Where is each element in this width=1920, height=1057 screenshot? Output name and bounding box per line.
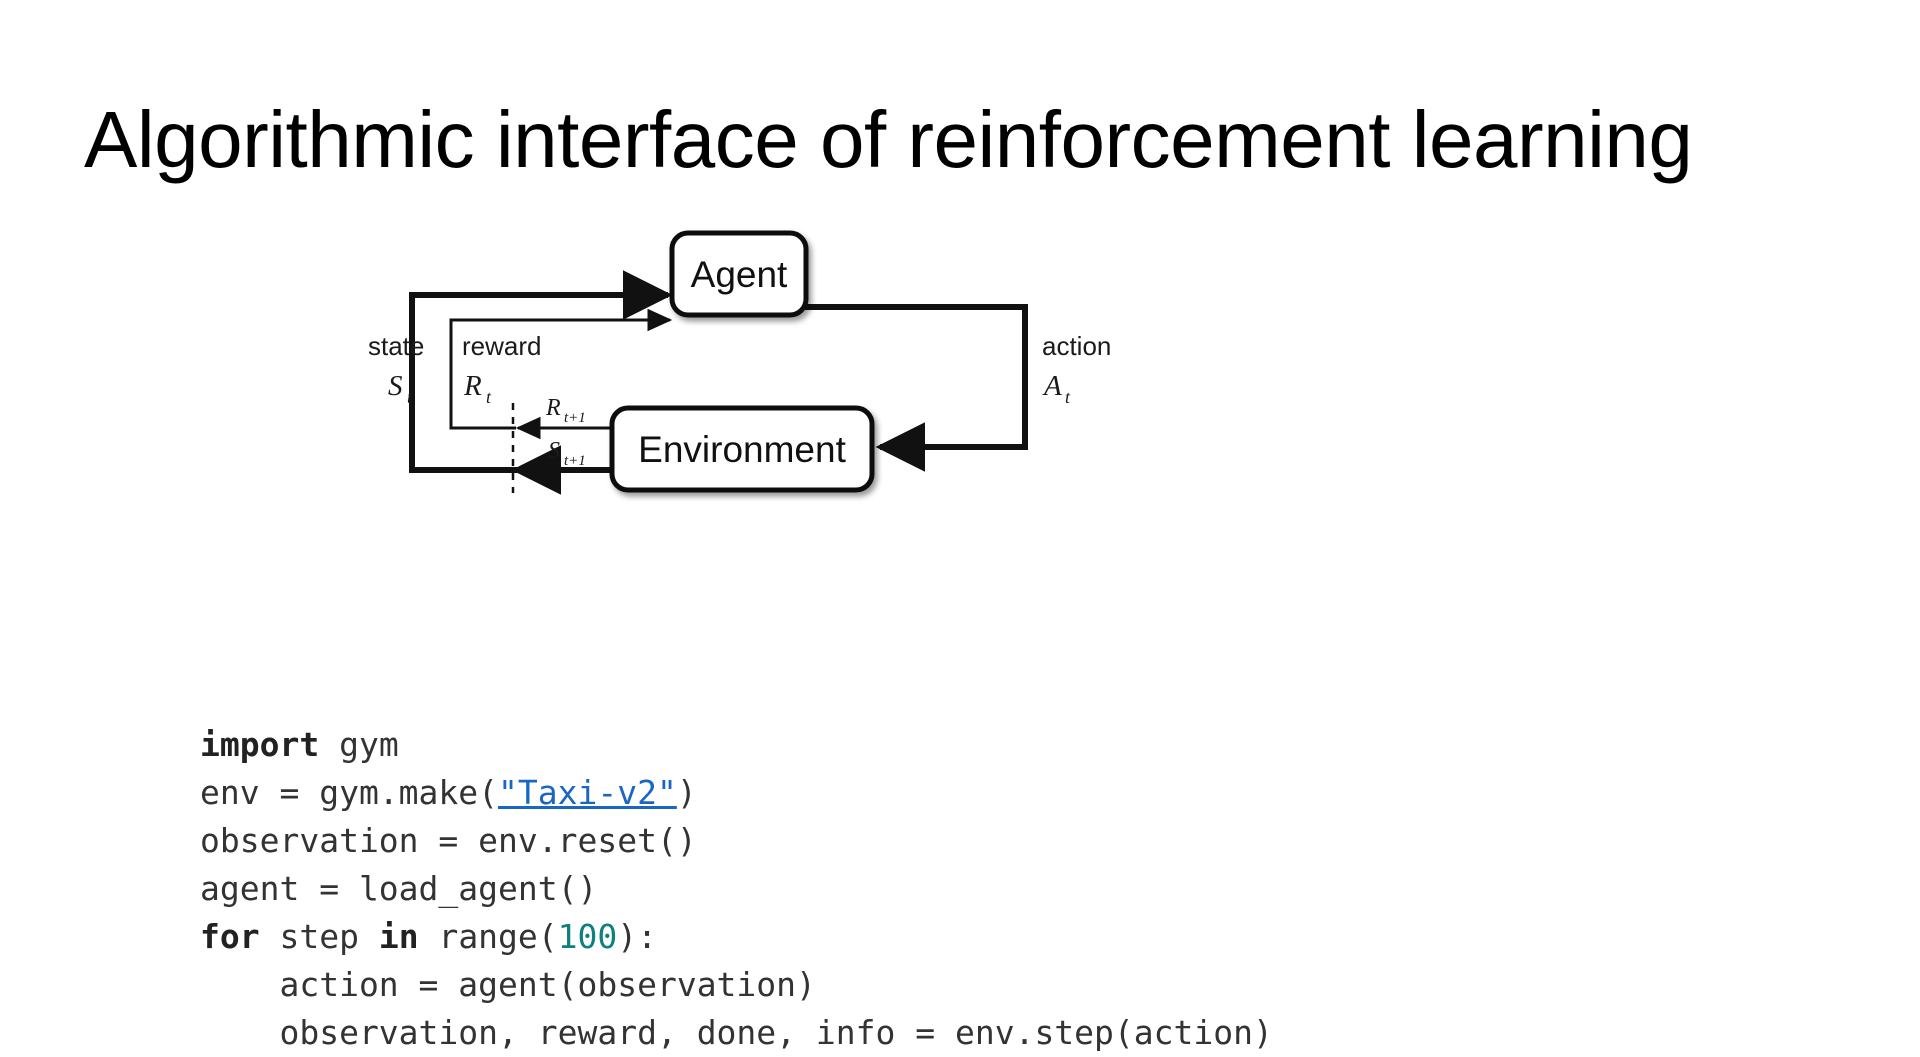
- code-text: env = gym.make(: [200, 773, 499, 812]
- state-label-subscript: t: [407, 387, 413, 407]
- code-line: for step in range(100):: [200, 913, 1273, 961]
- environment-node-label: Environment: [638, 429, 846, 470]
- reward-label-subscript: t: [486, 387, 492, 407]
- reward-next-subscript: t+1: [564, 410, 586, 426]
- code-line: observation = env.reset(): [200, 817, 1273, 865]
- code-text: ): [676, 773, 697, 812]
- code-line: import gym: [200, 721, 1273, 769]
- code-text: step: [259, 917, 379, 956]
- code-keyword: import: [200, 725, 320, 764]
- code-text: gym: [319, 725, 399, 764]
- state-edge: [409, 270, 673, 473]
- reward-next-label: R t+1: [545, 395, 586, 426]
- code-env-id-link[interactable]: "Taxi-v2": [498, 773, 677, 812]
- agent-node: Agent: [669, 230, 809, 318]
- code-text: range(: [418, 917, 558, 956]
- code-keyword: in: [378, 917, 419, 956]
- code-text: agent = load_agent(): [200, 869, 598, 908]
- state-label: state S t: [368, 331, 424, 407]
- action-label-symbol: A: [1042, 370, 1062, 402]
- action-edge: [805, 304, 1028, 472]
- code-line: env = gym.make("Taxi-v2"): [200, 769, 1273, 817]
- action-label: action A t: [1042, 331, 1111, 407]
- reward-next-symbol: R: [545, 395, 561, 421]
- reward-label-word: reward: [462, 331, 541, 361]
- state-next-label: S t+1: [548, 438, 586, 469]
- state-next-subscript: t+1: [564, 453, 586, 469]
- action-label-subscript: t: [1065, 387, 1071, 407]
- code-text: action = agent(observation): [200, 965, 816, 1004]
- state-next-symbol: S: [548, 438, 560, 464]
- agent-node-label: Agent: [691, 254, 788, 295]
- code-line: observation, reward, done, info = env.st…: [200, 1009, 1273, 1057]
- page-title: Algorithmic interface of reinforcement l…: [84, 94, 1693, 184]
- reward-edge: [449, 308, 673, 430]
- reward-label-symbol: R: [463, 370, 482, 402]
- code-text: ):: [617, 917, 658, 956]
- code-text: observation, reward, done, info = env.st…: [200, 1013, 1273, 1052]
- code-keyword: for: [200, 917, 260, 956]
- code-number-literal: 100: [557, 917, 618, 956]
- code-line: agent = load_agent(): [200, 865, 1273, 913]
- reward-label: reward R t: [462, 331, 541, 407]
- code-line: action = agent(observation): [200, 961, 1273, 1009]
- action-label-word: action: [1042, 331, 1111, 361]
- code-text: observation = env.reset(): [200, 821, 697, 860]
- environment-node: Environment: [609, 405, 875, 493]
- state-label-word: state: [368, 331, 424, 361]
- rl-loop-diagram: Agent Environment state S t reward R t a…: [368, 215, 1200, 535]
- state-label-symbol: S: [388, 370, 403, 402]
